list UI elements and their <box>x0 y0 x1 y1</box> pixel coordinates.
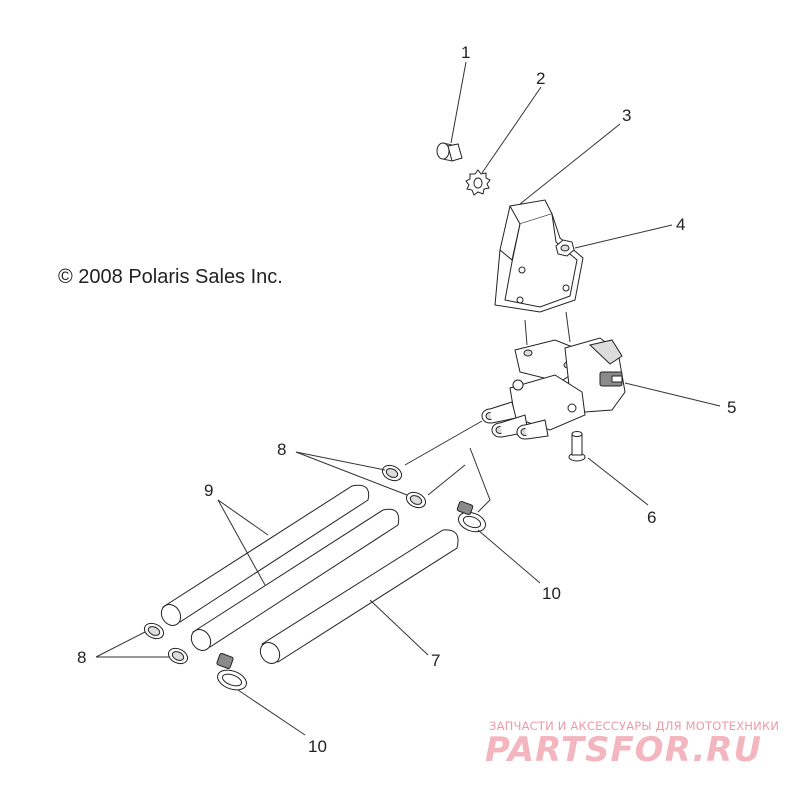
clamp-8-lower-a <box>143 622 165 640</box>
watermark-logo: PARTSFOR.RU <box>485 730 763 770</box>
part-3-bracket <box>494 199 584 313</box>
mount-line-left <box>524 319 528 346</box>
hose-9-lower <box>190 508 400 651</box>
callout-10-upper: 10 <box>542 584 561 603</box>
port-line-2 <box>427 464 466 496</box>
hose-7 <box>259 529 459 664</box>
callout-9: 9 <box>204 481 213 500</box>
copyright-notice: © 2008 Polaris Sales Inc. <box>58 266 283 288</box>
callout-5: 5 <box>727 398 736 417</box>
watermark-tagline: ЗАПЧАСТИ И АКСЕССУАРЫ ДЛЯ МОТОТЕХНИКИ <box>489 719 780 733</box>
callout-8-lower: 8 <box>77 648 86 667</box>
callout-3: 3 <box>622 106 631 125</box>
port-line-1 <box>404 420 483 466</box>
callout-7: 7 <box>431 651 440 670</box>
clamp-10-upper <box>456 500 487 533</box>
callout-4: 4 <box>676 215 685 234</box>
clamp-10-lower <box>216 653 247 691</box>
leader-lines <box>95 61 721 736</box>
part-2-star-washer <box>465 169 491 196</box>
clamp-8-upper-b <box>405 491 427 509</box>
hose-9-upper <box>160 484 370 626</box>
mount-line-right <box>565 311 571 343</box>
part-4-nut <box>555 239 575 257</box>
part-1-bolt <box>436 142 463 162</box>
part-6-bolt <box>568 431 586 462</box>
clamp-8-lower-b <box>167 647 189 665</box>
callout-1: 1 <box>461 43 470 62</box>
callout-8-upper: 8 <box>277 440 286 459</box>
part-5-valve <box>481 337 626 440</box>
port-line-3 <box>469 447 491 513</box>
callout-6: 6 <box>647 508 656 527</box>
callout-10-lower: 10 <box>308 737 327 756</box>
clamp-8-upper-a <box>381 464 403 482</box>
callout-2: 2 <box>536 69 545 88</box>
